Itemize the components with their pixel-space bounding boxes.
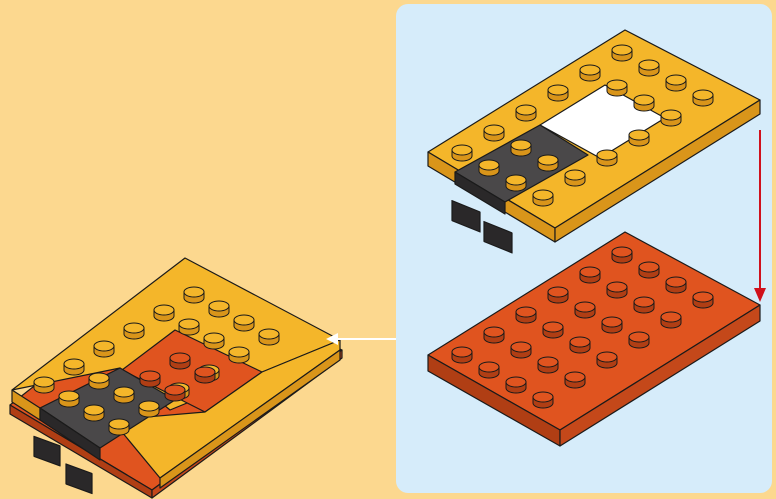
- yellow-stud: [565, 170, 585, 186]
- orange-stud: [629, 332, 649, 348]
- yellow-stud: [612, 45, 632, 61]
- yellow-stud: [229, 347, 249, 363]
- orange-stud: [570, 337, 590, 353]
- orange-stud: [575, 302, 595, 318]
- completed-assembly: [10, 258, 342, 498]
- orange-plate-top: [428, 232, 760, 430]
- orange-stud: [140, 371, 160, 387]
- orange-stud: [565, 372, 585, 388]
- orange-stud: [484, 327, 504, 343]
- yellow-stud: [634, 95, 654, 111]
- yellow-stud: [479, 160, 499, 176]
- orange-stud: [195, 367, 215, 383]
- orange-stud: [533, 392, 553, 408]
- hinge-clip-right: [484, 222, 512, 253]
- yellow-stud: [639, 60, 659, 76]
- yellow-stud: [184, 287, 204, 303]
- yellow-stud: [124, 323, 144, 339]
- orange-stud: [612, 247, 632, 263]
- yellow-stud: [259, 329, 279, 345]
- arrow-down-icon: [754, 288, 766, 302]
- orange-stud: [634, 297, 654, 313]
- yellow-stud: [607, 80, 627, 96]
- yellow-stud: [84, 405, 104, 421]
- yellow-stud: [154, 305, 174, 321]
- yellow-stud: [89, 373, 109, 389]
- orange-stud: [516, 307, 536, 323]
- orange-stud: [538, 357, 558, 373]
- orange-stud: [666, 277, 686, 293]
- yellow-stud: [506, 175, 526, 191]
- yellow-stud: [548, 85, 568, 101]
- yellow-stud: [693, 90, 713, 106]
- yellow-stud: [139, 401, 159, 417]
- yellow-stud: [538, 155, 558, 171]
- orange-stud: [639, 262, 659, 278]
- yellow-stud: [511, 140, 531, 156]
- orange-stud: [693, 292, 713, 308]
- orange-stud: [580, 267, 600, 283]
- yellow-stud: [666, 75, 686, 91]
- yellow-stud: [204, 333, 224, 349]
- yellow-stud: [580, 65, 600, 81]
- yellow-stud: [64, 359, 84, 375]
- yellow-stud: [59, 391, 79, 407]
- yellow-stud: [109, 419, 129, 435]
- hinge-clip-left: [452, 201, 480, 232]
- orange-stud: [452, 347, 472, 363]
- yellow-stud: [484, 125, 504, 141]
- orange-stud: [165, 385, 185, 401]
- yellow-stud: [179, 319, 199, 335]
- orange-stud: [506, 377, 526, 393]
- yellow-frame-assembly: [428, 30, 760, 253]
- yellow-stud: [661, 110, 681, 126]
- hinge-clip-right: [66, 464, 92, 493]
- orange-stud: [602, 317, 622, 333]
- yellow-stud: [209, 301, 229, 317]
- yellow-stud: [34, 377, 54, 393]
- orange-stud: [548, 287, 568, 303]
- yellow-stud: [114, 387, 134, 403]
- yellow-stud: [234, 315, 254, 331]
- yellow-stud: [452, 145, 472, 161]
- yellow-stud: [597, 150, 617, 166]
- orange-stud: [170, 353, 190, 369]
- orange-stud: [597, 352, 617, 368]
- orange-stud: [661, 312, 681, 328]
- yellow-stud: [533, 190, 553, 206]
- orange-stud: [511, 342, 531, 358]
- orange-stud: [543, 322, 563, 338]
- yellow-stud: [516, 105, 536, 121]
- orange-stud: [479, 362, 499, 378]
- orange-base-plate: [428, 232, 760, 446]
- yellow-stud: [94, 341, 114, 357]
- orange-stud: [607, 282, 627, 298]
- yellow-stud: [629, 130, 649, 146]
